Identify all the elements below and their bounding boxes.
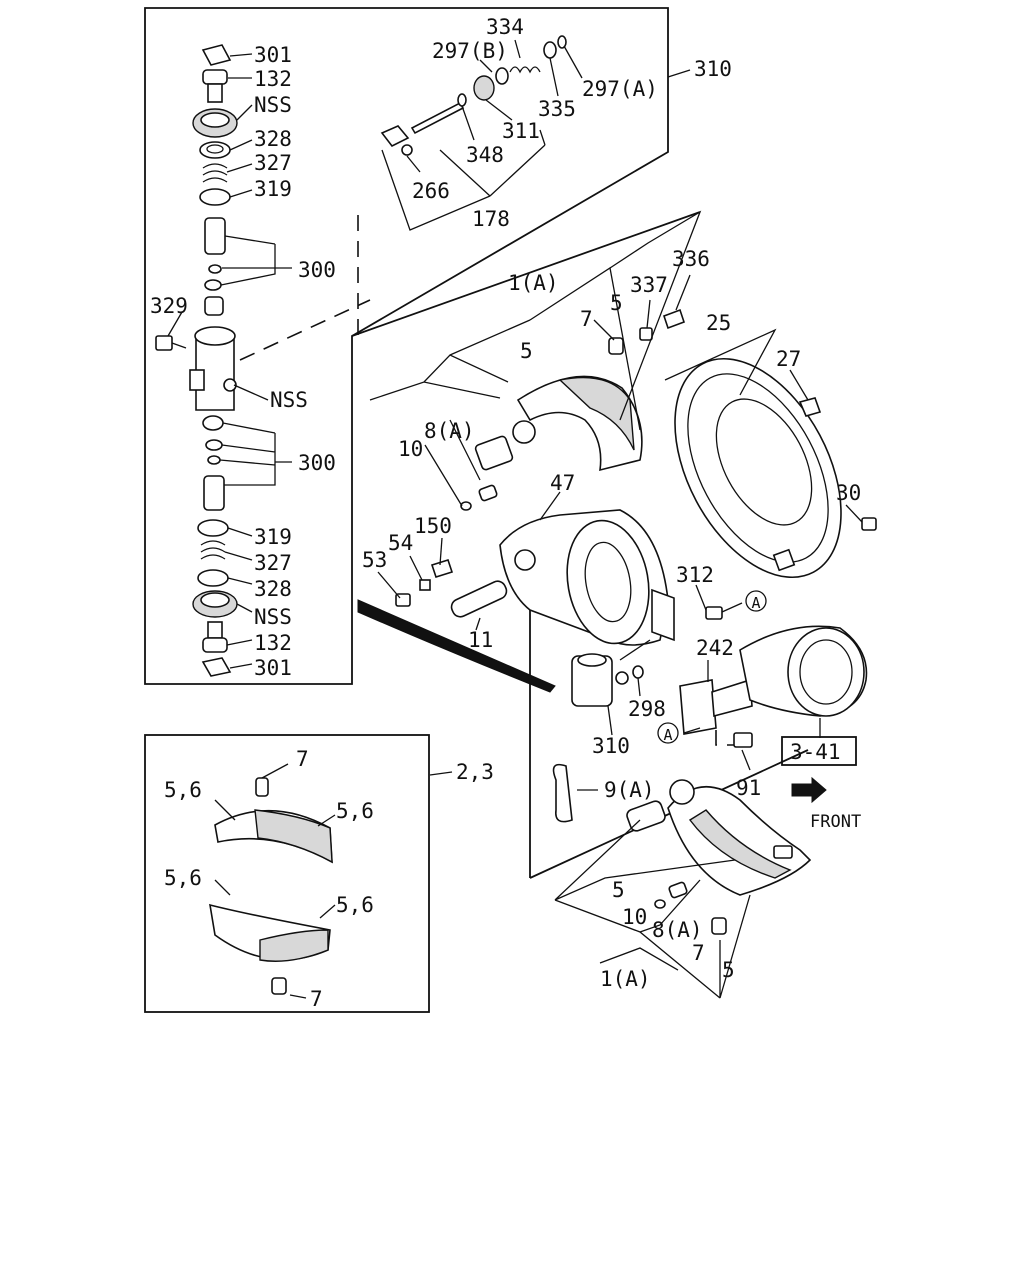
label-7-bottom: 7 [692, 941, 705, 965]
label-nss-bottom: NSS [254, 605, 292, 629]
svg-text:A: A [751, 594, 760, 612]
label-nss-mid: NSS [270, 388, 308, 412]
label-329: 329 [150, 294, 188, 318]
cylinder-stack-leaders [167, 53, 371, 669]
label-300-bottom: 300 [298, 451, 336, 475]
label-336: 336 [672, 247, 710, 271]
label-301-bottom: 301 [254, 656, 292, 680]
label-7-top: 7 [580, 307, 593, 331]
label-337: 337 [630, 273, 668, 297]
label-54: 54 [388, 531, 413, 555]
label-5-bottom-b: 5 [722, 958, 735, 982]
label-312: 312 [676, 563, 714, 587]
label-5-top-b: 5 [520, 339, 533, 363]
anchor-spider-leaders [377, 491, 743, 631]
label-8a-top: 8(A) [424, 419, 475, 443]
label-5-6-b: 5,6 [336, 799, 374, 823]
label-311: 311 [502, 119, 540, 143]
label-5-top-a: 5 [610, 291, 623, 315]
label-8a-bottom: 8(A) [652, 918, 703, 942]
cylinder-install-arrow [357, 599, 556, 693]
ref-3-41-box [781, 736, 857, 766]
label-front: FRONT [810, 812, 861, 832]
label-27: 27 [776, 347, 801, 371]
label-30: 30 [836, 481, 861, 505]
inset-leaders [214, 763, 453, 999]
wheel-cylinder-and-chamber [571, 625, 868, 748]
upper-brake-shoe [460, 308, 686, 511]
label-348: 348 [466, 143, 504, 167]
label-178: 178 [472, 207, 510, 231]
label-nss-top: NSS [254, 93, 292, 117]
label-310-bottom: 310 [592, 734, 630, 758]
label-266: 266 [412, 179, 450, 203]
label-3-41: 3-41 [790, 740, 841, 764]
label-297a: 297(A) [582, 77, 658, 101]
label-5-bottom-a: 5 [612, 878, 625, 902]
label-7-inset-bottom: 7 [310, 987, 323, 1011]
label-132-top: 132 [254, 67, 292, 91]
label-5-6-d: 5,6 [336, 893, 374, 917]
backing-plate [674, 357, 877, 579]
label-10-top: 10 [398, 437, 423, 461]
inset-brake-shoes [209, 777, 333, 995]
label-328-top: 328 [254, 127, 292, 151]
label-328-bottom: 328 [254, 577, 292, 601]
label-150: 150 [414, 514, 452, 538]
label-10-bottom: 10 [622, 905, 647, 929]
label-297b: 297(B) [432, 39, 508, 63]
part-number-labels: 301 132 NSS 328 327 319 300 329 NSS 300 … [150, 15, 861, 1011]
label-25: 25 [706, 311, 731, 335]
lower-shoe-leaders [554, 789, 751, 999]
label-5-6-c: 5,6 [164, 866, 202, 890]
label-53: 53 [362, 548, 387, 572]
anchor-spider-bracket [395, 509, 723, 646]
shoe-group-frame [351, 211, 701, 337]
label-1a-bottom: 1(A) [600, 967, 651, 991]
lower-brake-shoe [552, 763, 812, 935]
label-242: 242 [696, 636, 734, 660]
svg-text:A: A [663, 726, 672, 744]
inset-shoe-frame [144, 734, 430, 1013]
main-group-frame [529, 560, 809, 879]
label-310-top: 310 [694, 57, 732, 81]
cylinder-stack-parts [155, 44, 238, 677]
label-11: 11 [468, 628, 493, 652]
label-319-top: 319 [254, 177, 292, 201]
label-7-inset-top: 7 [296, 747, 309, 771]
adjuster-leaders [381, 39, 691, 231]
label-9a: 9(A) [604, 778, 655, 802]
label-132-bottom: 132 [254, 631, 292, 655]
label-5-6-a: 5,6 [164, 778, 202, 802]
label-301-top: 301 [254, 43, 292, 67]
circle-a-marker-2: A [657, 722, 679, 744]
label-91: 91 [736, 776, 761, 800]
upper-shoe-leaders [369, 210, 702, 507]
label-298: 298 [628, 697, 666, 721]
label-1a-top: 1(A) [508, 271, 559, 295]
label-47: 47 [550, 471, 575, 495]
backing-plate-leaders [664, 328, 863, 523]
label-2-3: 2,3 [456, 760, 494, 784]
front-arrow-icon [791, 776, 827, 804]
label-327-top: 327 [254, 151, 292, 175]
label-335: 335 [538, 97, 576, 121]
label-319-bottom: 319 [254, 525, 292, 549]
label-300-top: 300 [298, 258, 336, 282]
label-327-bottom: 327 [254, 551, 292, 575]
label-334: 334 [486, 15, 524, 39]
wheel-cylinder-leaders [607, 639, 821, 771]
circle-a-marker-1: A [745, 590, 767, 612]
